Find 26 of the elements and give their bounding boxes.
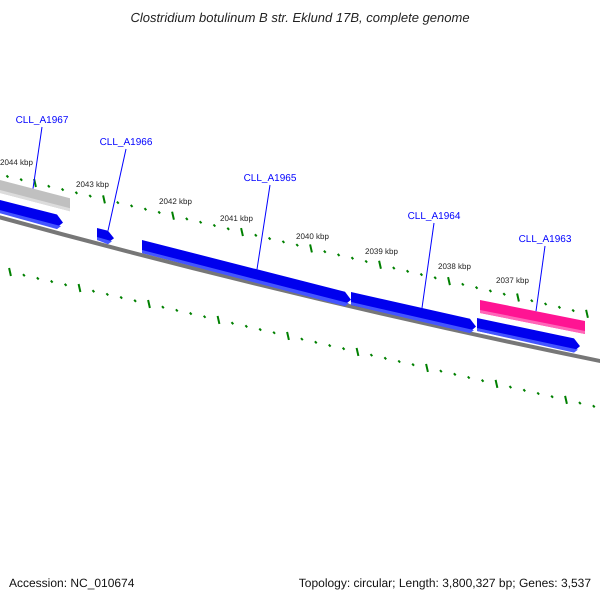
leader-line — [422, 222, 434, 308]
gene-feature — [97, 228, 114, 244]
gene-bar — [480, 300, 585, 334]
genome-info: Accession: NC_010674 — [9, 576, 134, 590]
gene-label: CLL_A1965 — [244, 173, 296, 185]
gene-bar — [0, 180, 70, 212]
leader-line — [536, 246, 546, 312]
position-label: 2038 kbp — [438, 262, 471, 272]
gene-label: CLL_A1967 — [16, 115, 68, 127]
leader-line — [256, 184, 270, 270]
gene-label: CLL_A1963 — [518, 234, 572, 246]
leader-line — [108, 148, 126, 232]
gene-label: CLL_A1966 — [100, 137, 152, 149]
position-label: 2043 kbp — [76, 180, 109, 190]
genome-info: Topology: circular; Length: 3,800,327 bp; Genes: 3,537 — [298, 576, 591, 590]
position-label: 2039 kbp — [365, 247, 398, 257]
position-label: 2042 kbp — [159, 197, 192, 207]
position-label: 2044 kbp — [0, 158, 33, 168]
diagram-title: Clostridium botulinum B str. Eklund 17B, complete genome — [129, 10, 471, 25]
position-label: 2041 kbp — [220, 214, 253, 224]
gene-feature — [142, 240, 351, 306]
position-label: 2040 kbp — [296, 232, 329, 242]
gene-feature — [351, 292, 476, 334]
leader-line — [32, 126, 42, 190]
gene-label: CLL_A1964 — [408, 211, 460, 223]
position-label: 2037 kbp — [496, 276, 529, 286]
